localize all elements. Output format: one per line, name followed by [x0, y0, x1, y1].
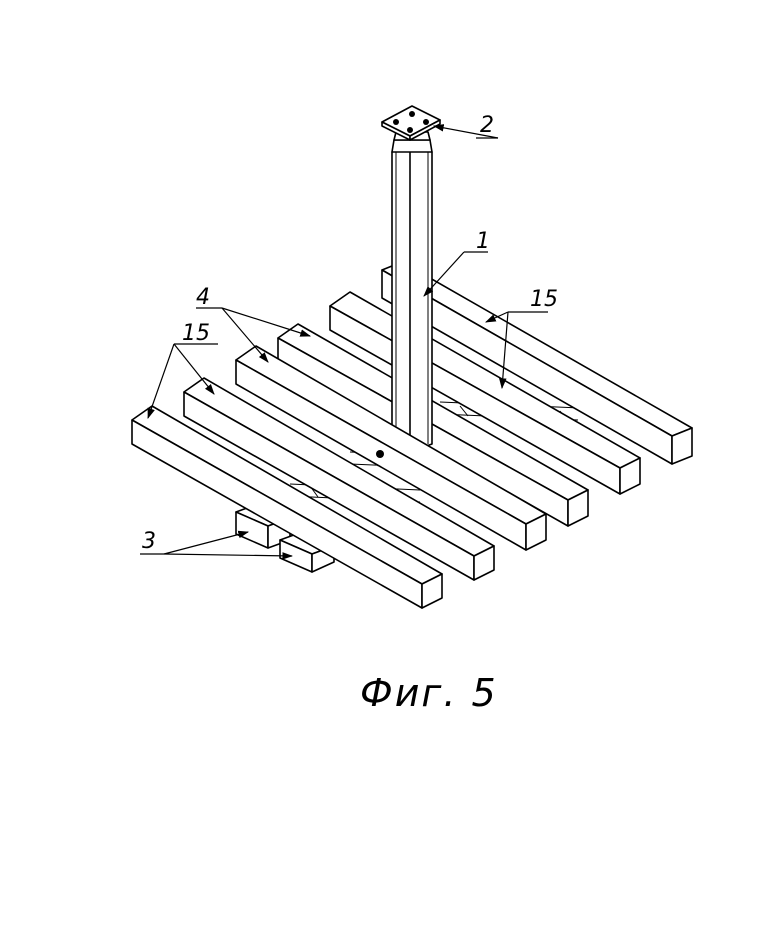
- head-plate: [382, 106, 440, 152]
- label-beams-right: 15: [530, 287, 558, 312]
- label-plate: 2: [480, 113, 494, 138]
- label-beams: 4: [196, 285, 210, 310]
- label-beams-left: 15: [182, 321, 210, 346]
- figure-caption: Фиг. 5: [360, 671, 498, 715]
- label-supports: 3: [142, 529, 156, 554]
- label-post: 1: [476, 229, 490, 254]
- center-bolt: [376, 450, 384, 458]
- vertical-post: [392, 146, 432, 452]
